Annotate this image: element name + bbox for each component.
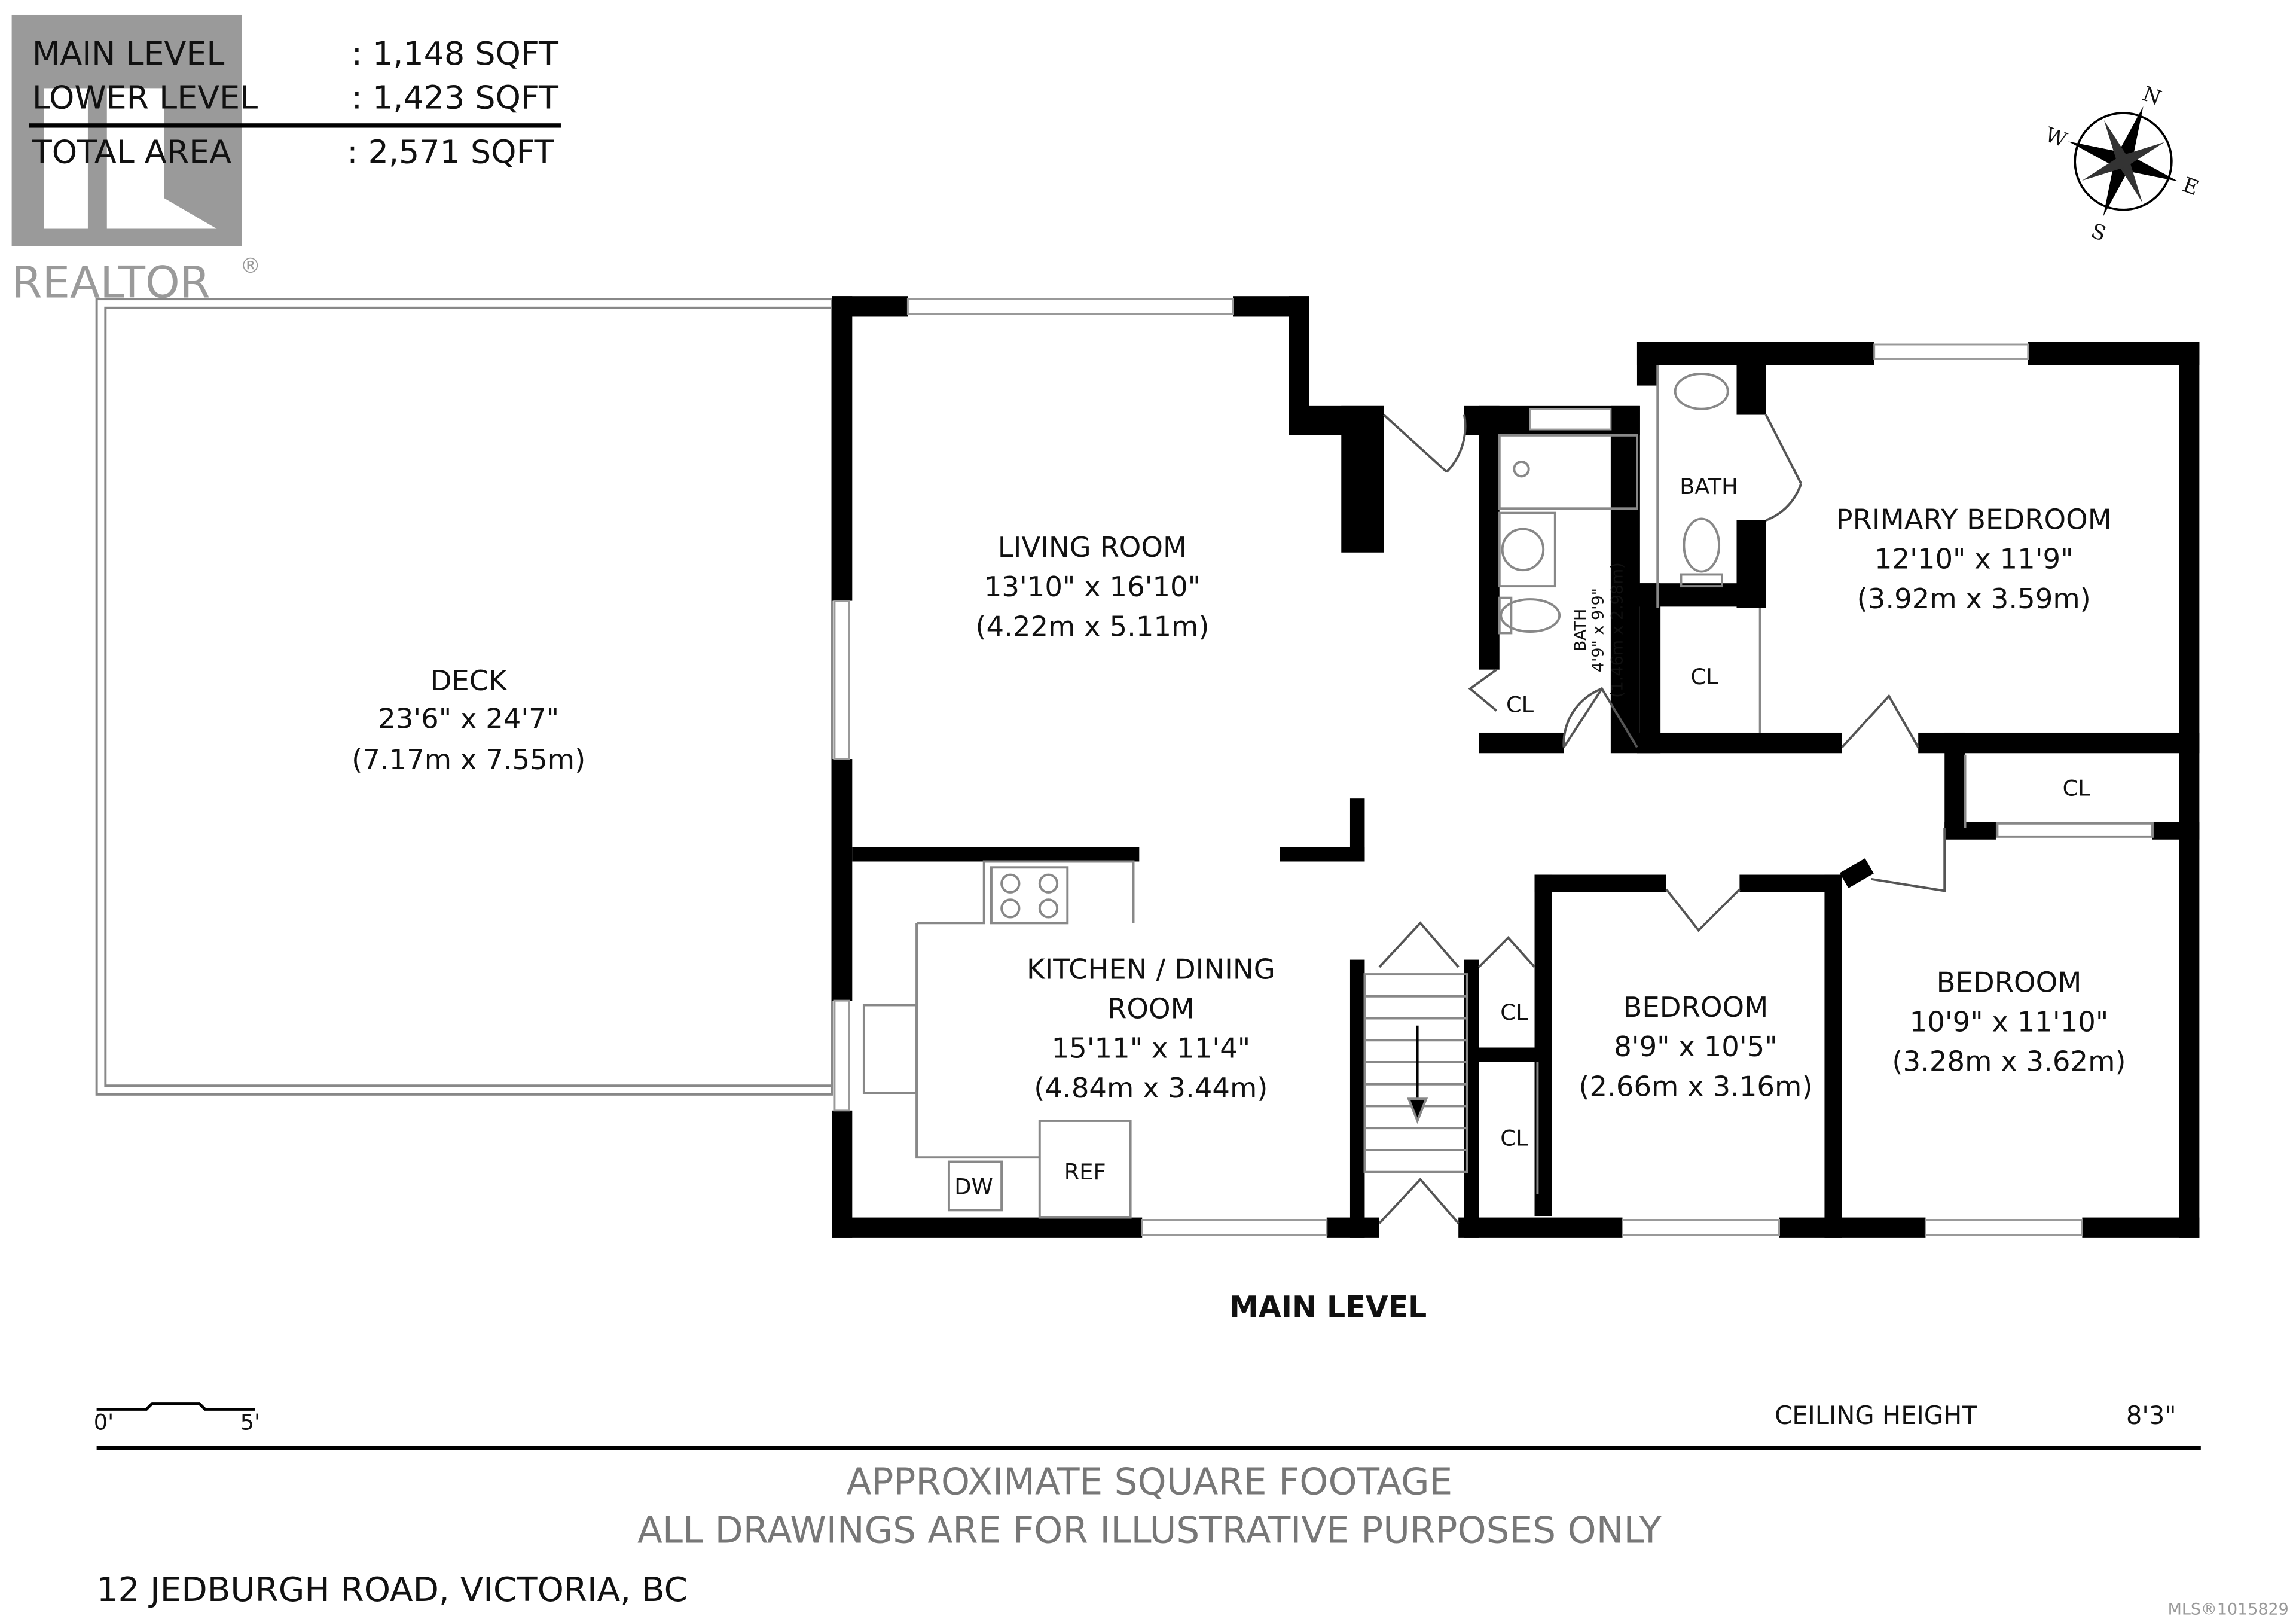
ensuite-sink xyxy=(1674,373,1729,410)
svg-text:BATH: BATH xyxy=(1571,609,1590,651)
svg-text:10'9" x 11'10": 10'9" x 11'10" xyxy=(1910,1006,2109,1038)
fridge-label: REF xyxy=(1064,1159,1106,1185)
kitchen-sink xyxy=(862,1004,918,1094)
room-deck: DECK 23'6" x 24'7" (7.17m x 7.55m) xyxy=(352,664,585,776)
mls-number: MLS®1015829 xyxy=(2168,1600,2289,1618)
svg-text:(3.92m x 3.59m): (3.92m x 3.59m) xyxy=(1857,583,2091,615)
total-area-value: : 2,571 SQFT xyxy=(347,133,554,170)
svg-text:15'11" x 11'4": 15'11" x 11'4" xyxy=(1052,1032,1251,1065)
footer-divider xyxy=(96,1446,2201,1450)
compass-rose-icon: N E S W xyxy=(2042,82,2202,246)
deck xyxy=(95,298,833,1096)
svg-text:DECK: DECK xyxy=(430,664,508,697)
svg-text:LIVING ROOM: LIVING ROOM xyxy=(998,531,1187,563)
svg-text:ROOM: ROOM xyxy=(1107,993,1195,1025)
room-bedroom-3: BEDROOM 10'9" x 11'10" (3.28m x 3.62m) xyxy=(1892,966,2126,1077)
room-kitchen: KITCHEN / DINING ROOM 15'11" x 11'4" (4.… xyxy=(954,953,1275,1199)
toilet xyxy=(1500,598,1561,633)
divider xyxy=(29,123,561,128)
doors xyxy=(1378,414,1946,1224)
ceiling-height-value: 8'3" xyxy=(2126,1401,2176,1430)
windows xyxy=(833,298,2083,1236)
svg-text:CL: CL xyxy=(1691,664,1719,690)
ensuite-toilet xyxy=(1683,517,1721,573)
disclaimer-line-1: APPROXIMATE SQUARE FOOTAGE xyxy=(847,1461,1453,1503)
svg-text:(3.28m x 3.62m): (3.28m x 3.62m) xyxy=(1892,1045,2126,1078)
lower-level-value: : 1,423 SQFT xyxy=(352,79,559,117)
svg-text:E: E xyxy=(2179,173,2202,200)
svg-text:5': 5' xyxy=(240,1410,260,1435)
scale-bar: 0' 5' xyxy=(94,1402,260,1435)
main-level-value: : 1,148 SQFT xyxy=(352,35,559,72)
svg-text:13'10" x 16'10": 13'10" x 16'10" xyxy=(984,571,1201,603)
room-bath-ensuite: BATH xyxy=(1680,474,1738,499)
svg-text:BEDROOM: BEDROOM xyxy=(1937,966,2082,998)
svg-text:23'6" x 24'7": 23'6" x 24'7" xyxy=(378,703,559,735)
closets: CL CL CL CL CL xyxy=(1500,664,2090,1151)
stairs xyxy=(1363,973,1468,1173)
lower-level-label: LOWER LEVEL xyxy=(32,79,258,117)
address: 12 JEDBURGH ROAD, VICTORIA, BC xyxy=(97,1571,688,1609)
svg-text:CL: CL xyxy=(2063,775,2091,801)
svg-text:(4.84m x 3.44m): (4.84m x 3.44m) xyxy=(1034,1072,1268,1104)
svg-text:CL: CL xyxy=(1500,1126,1528,1151)
area-summary: MAIN LEVEL : 1,148 SQFT LOWER LEVEL : 1,… xyxy=(29,35,561,170)
svg-text:REALTOR: REALTOR xyxy=(12,258,210,309)
svg-text:W: W xyxy=(2042,123,2071,153)
ceiling-height-label: CEILING HEIGHT xyxy=(1775,1401,1977,1430)
room-bath-main: BATH 4'9" x 9'9" (1.46m x 2.98m) xyxy=(1571,562,1626,697)
svg-text:CL: CL xyxy=(1506,692,1534,718)
dishwasher xyxy=(947,1160,1003,1212)
svg-text:®: ® xyxy=(240,254,261,278)
room-bedroom-2: BEDROOM 8'9" x 10'5" (2.66m x 3.16m) xyxy=(1578,991,1812,1102)
sink xyxy=(1498,511,1556,588)
room-living: LIVING ROOM 13'10" x 16'10" (4.22m x 5.1… xyxy=(975,531,1209,642)
svg-text:0': 0' xyxy=(94,1410,114,1435)
svg-text:N: N xyxy=(2139,82,2164,111)
svg-text:CL: CL xyxy=(1500,999,1528,1025)
svg-text:(1.46m x 2.98m): (1.46m x 2.98m) xyxy=(1608,562,1626,697)
svg-text:PRIMARY BEDROOM: PRIMARY BEDROOM xyxy=(1836,504,2112,536)
disclaimer-line-2: ALL DRAWINGS ARE FOR ILLUSTRATIVE PURPOS… xyxy=(637,1509,1662,1551)
svg-text:(7.17m x 7.55m): (7.17m x 7.55m) xyxy=(352,743,585,776)
svg-text:BEDROOM: BEDROOM xyxy=(1623,991,1769,1023)
svg-text:(2.66m x 3.16m): (2.66m x 3.16m) xyxy=(1578,1070,1812,1102)
svg-text:12'10" x 11'9": 12'10" x 11'9" xyxy=(1874,543,2074,575)
room-primary: PRIMARY BEDROOM 12'10" x 11'9" (3.92m x … xyxy=(1836,504,2112,615)
total-area-label: TOTAL AREA xyxy=(32,133,231,170)
svg-text:(4.22m x 5.11m): (4.22m x 5.11m) xyxy=(975,610,1209,642)
level-title: MAIN LEVEL xyxy=(1229,1290,1427,1324)
fridge xyxy=(1038,1120,1132,1219)
fixtures xyxy=(862,365,2154,1219)
svg-text:KITCHEN / DINING: KITCHEN / DINING xyxy=(1027,953,1275,985)
svg-text:S: S xyxy=(2088,219,2109,246)
svg-text:4'9" x 9'9": 4'9" x 9'9" xyxy=(1589,588,1608,672)
bathtub xyxy=(1498,434,1638,510)
svg-text:8'9" x 10'5": 8'9" x 10'5" xyxy=(1614,1030,1777,1063)
dishwasher-label: DW xyxy=(954,1173,993,1199)
stove xyxy=(990,866,1069,925)
realtor-logo: REALTOR ® xyxy=(11,14,261,309)
main-level-label: MAIN LEVEL xyxy=(32,35,225,72)
